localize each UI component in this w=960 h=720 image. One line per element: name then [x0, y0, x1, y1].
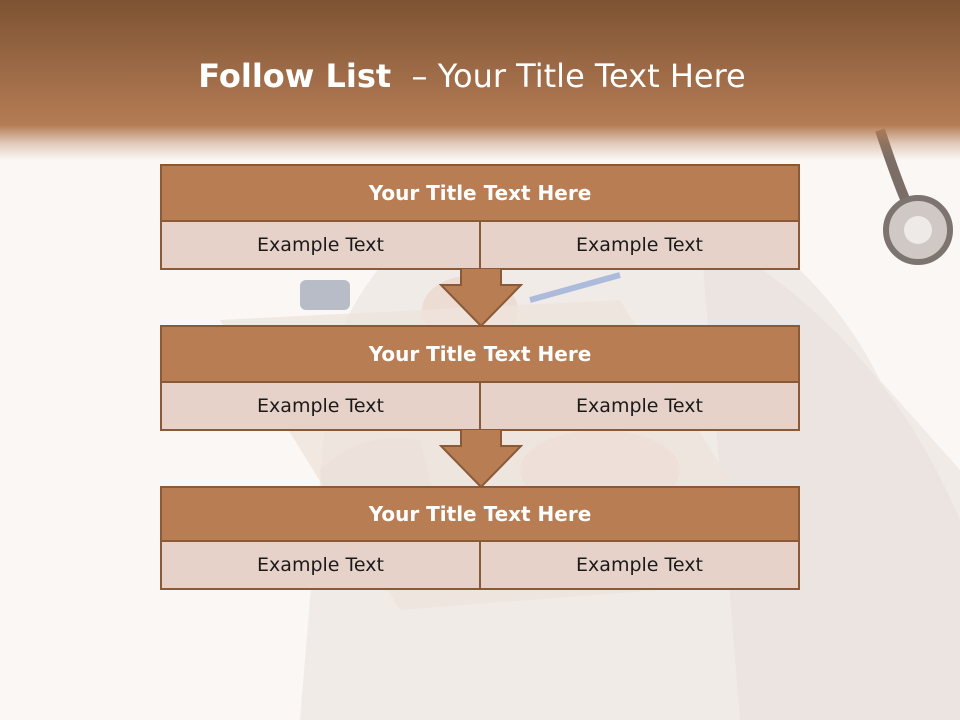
follow-box-1: Your Title Text Here Example Text Exampl… [160, 164, 800, 270]
slide-title-bold: Follow List [198, 57, 392, 95]
box-title: Your Title Text Here [162, 166, 798, 222]
box-cell-left: Example Text [162, 383, 479, 429]
box-title: Your Title Text Here [162, 488, 798, 542]
box-cell-right: Example Text [479, 222, 798, 268]
slide-title-rest: – Your Title Text Here [391, 57, 746, 95]
box-cell-left: Example Text [162, 542, 479, 588]
header-band [0, 0, 960, 160]
follow-box-3: Your Title Text Here Example Text Exampl… [160, 486, 800, 590]
box-cell-right: Example Text [479, 383, 798, 429]
box-cell-left: Example Text [162, 222, 479, 268]
slide-title: Follow List – Your Title Text Here [0, 52, 944, 100]
down-arrow-icon [439, 429, 523, 489]
follow-box-2: Your Title Text Here Example Text Exampl… [160, 325, 800, 431]
box-cell-right: Example Text [479, 542, 798, 588]
down-arrow-icon [439, 268, 523, 328]
box-title: Your Title Text Here [162, 327, 798, 383]
